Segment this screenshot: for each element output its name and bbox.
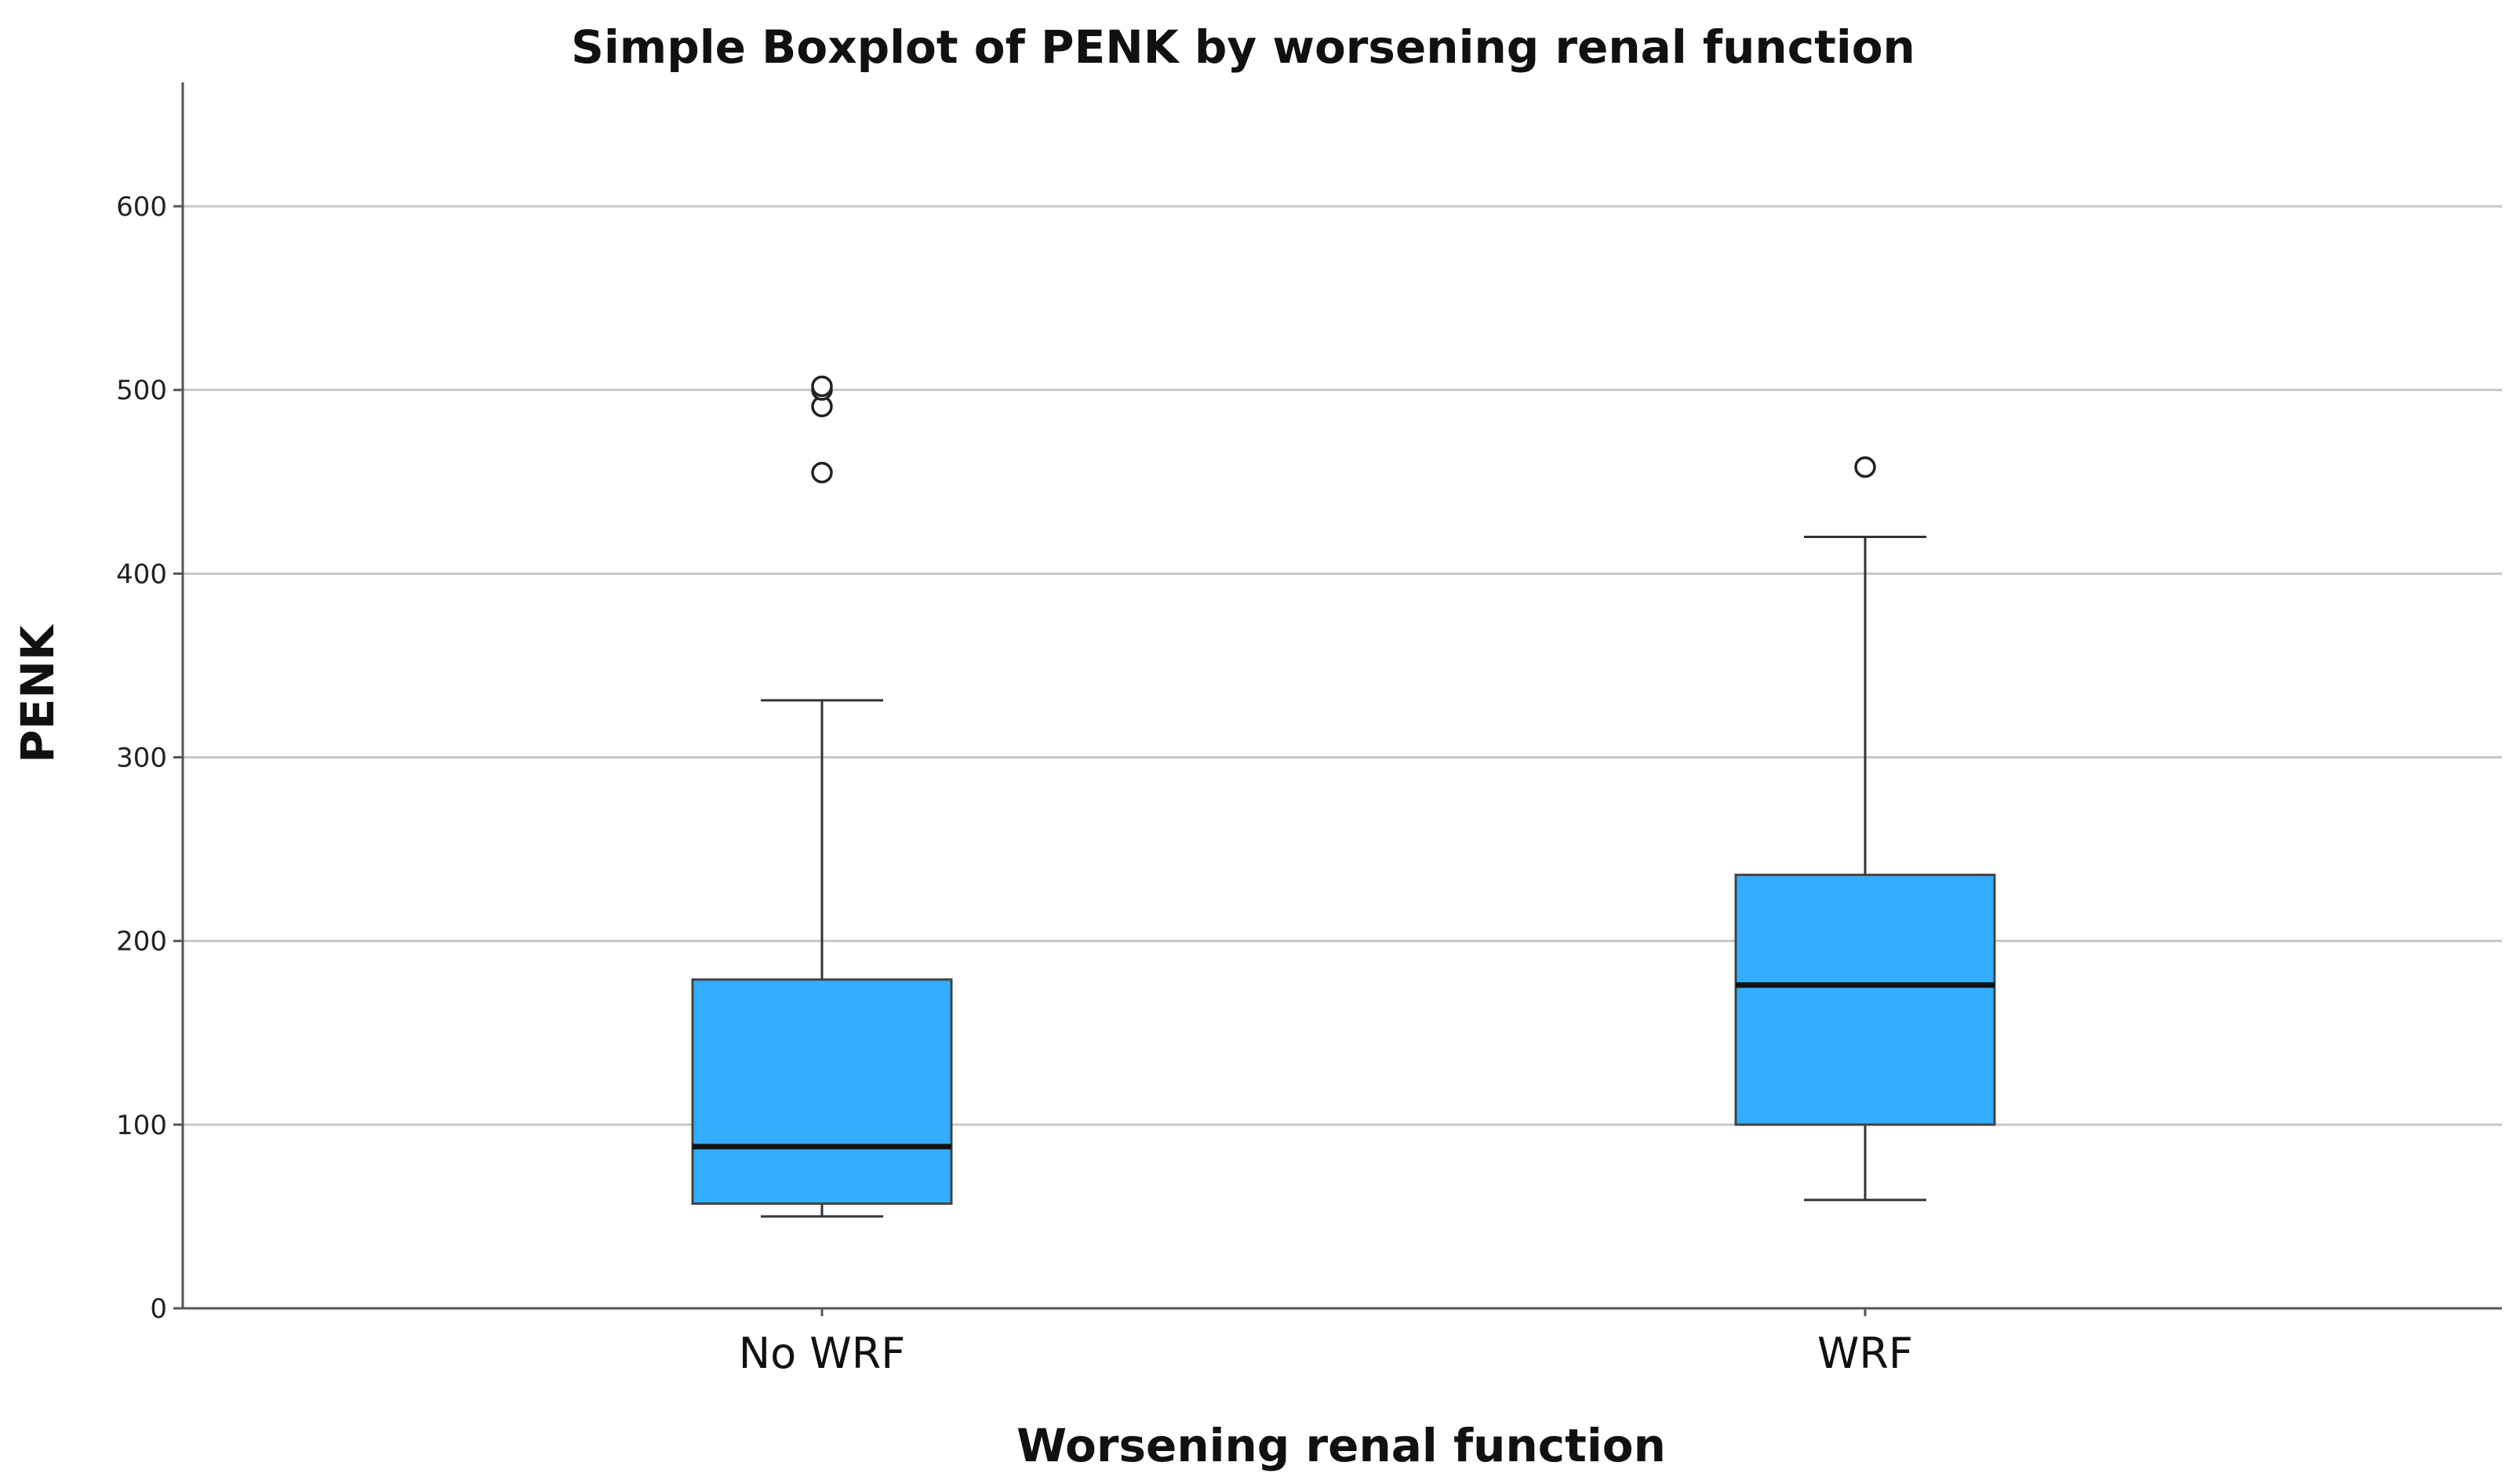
y-tick-label: 300	[116, 743, 167, 774]
outlier-point	[1854, 456, 1876, 478]
y-tick-label: 600	[116, 191, 167, 223]
chart-title: Simple Boxplot of PENK by worsening rena…	[571, 20, 1915, 74]
x-tick-label: No WRF	[739, 1329, 906, 1378]
x-tick-label: WRF	[1817, 1329, 1913, 1378]
y-tick-labels: 0 100 200 300 400 500 600	[116, 191, 183, 1325]
y-tick-label: 500	[116, 375, 167, 406]
outlier-point	[811, 375, 833, 398]
boxes	[691, 375, 1996, 1218]
outlier-point	[811, 461, 833, 484]
iqr-box	[691, 978, 953, 1206]
iqr-box	[1734, 873, 1996, 1126]
x-axis-title: Worsening renal function	[1016, 1419, 1666, 1472]
y-axis-title: PENK	[11, 624, 64, 763]
y-tick-label: 0	[150, 1293, 167, 1325]
axes	[181, 82, 2502, 1310]
gridlines	[183, 205, 2502, 1126]
box-group	[1734, 456, 1996, 1202]
x-tick-labels: No WRF WRF	[739, 1308, 1913, 1378]
y-tick-label: 200	[116, 926, 167, 958]
box-group	[691, 375, 953, 1218]
y-tick-label: 400	[116, 558, 167, 590]
y-tick-label: 100	[116, 1110, 167, 1141]
